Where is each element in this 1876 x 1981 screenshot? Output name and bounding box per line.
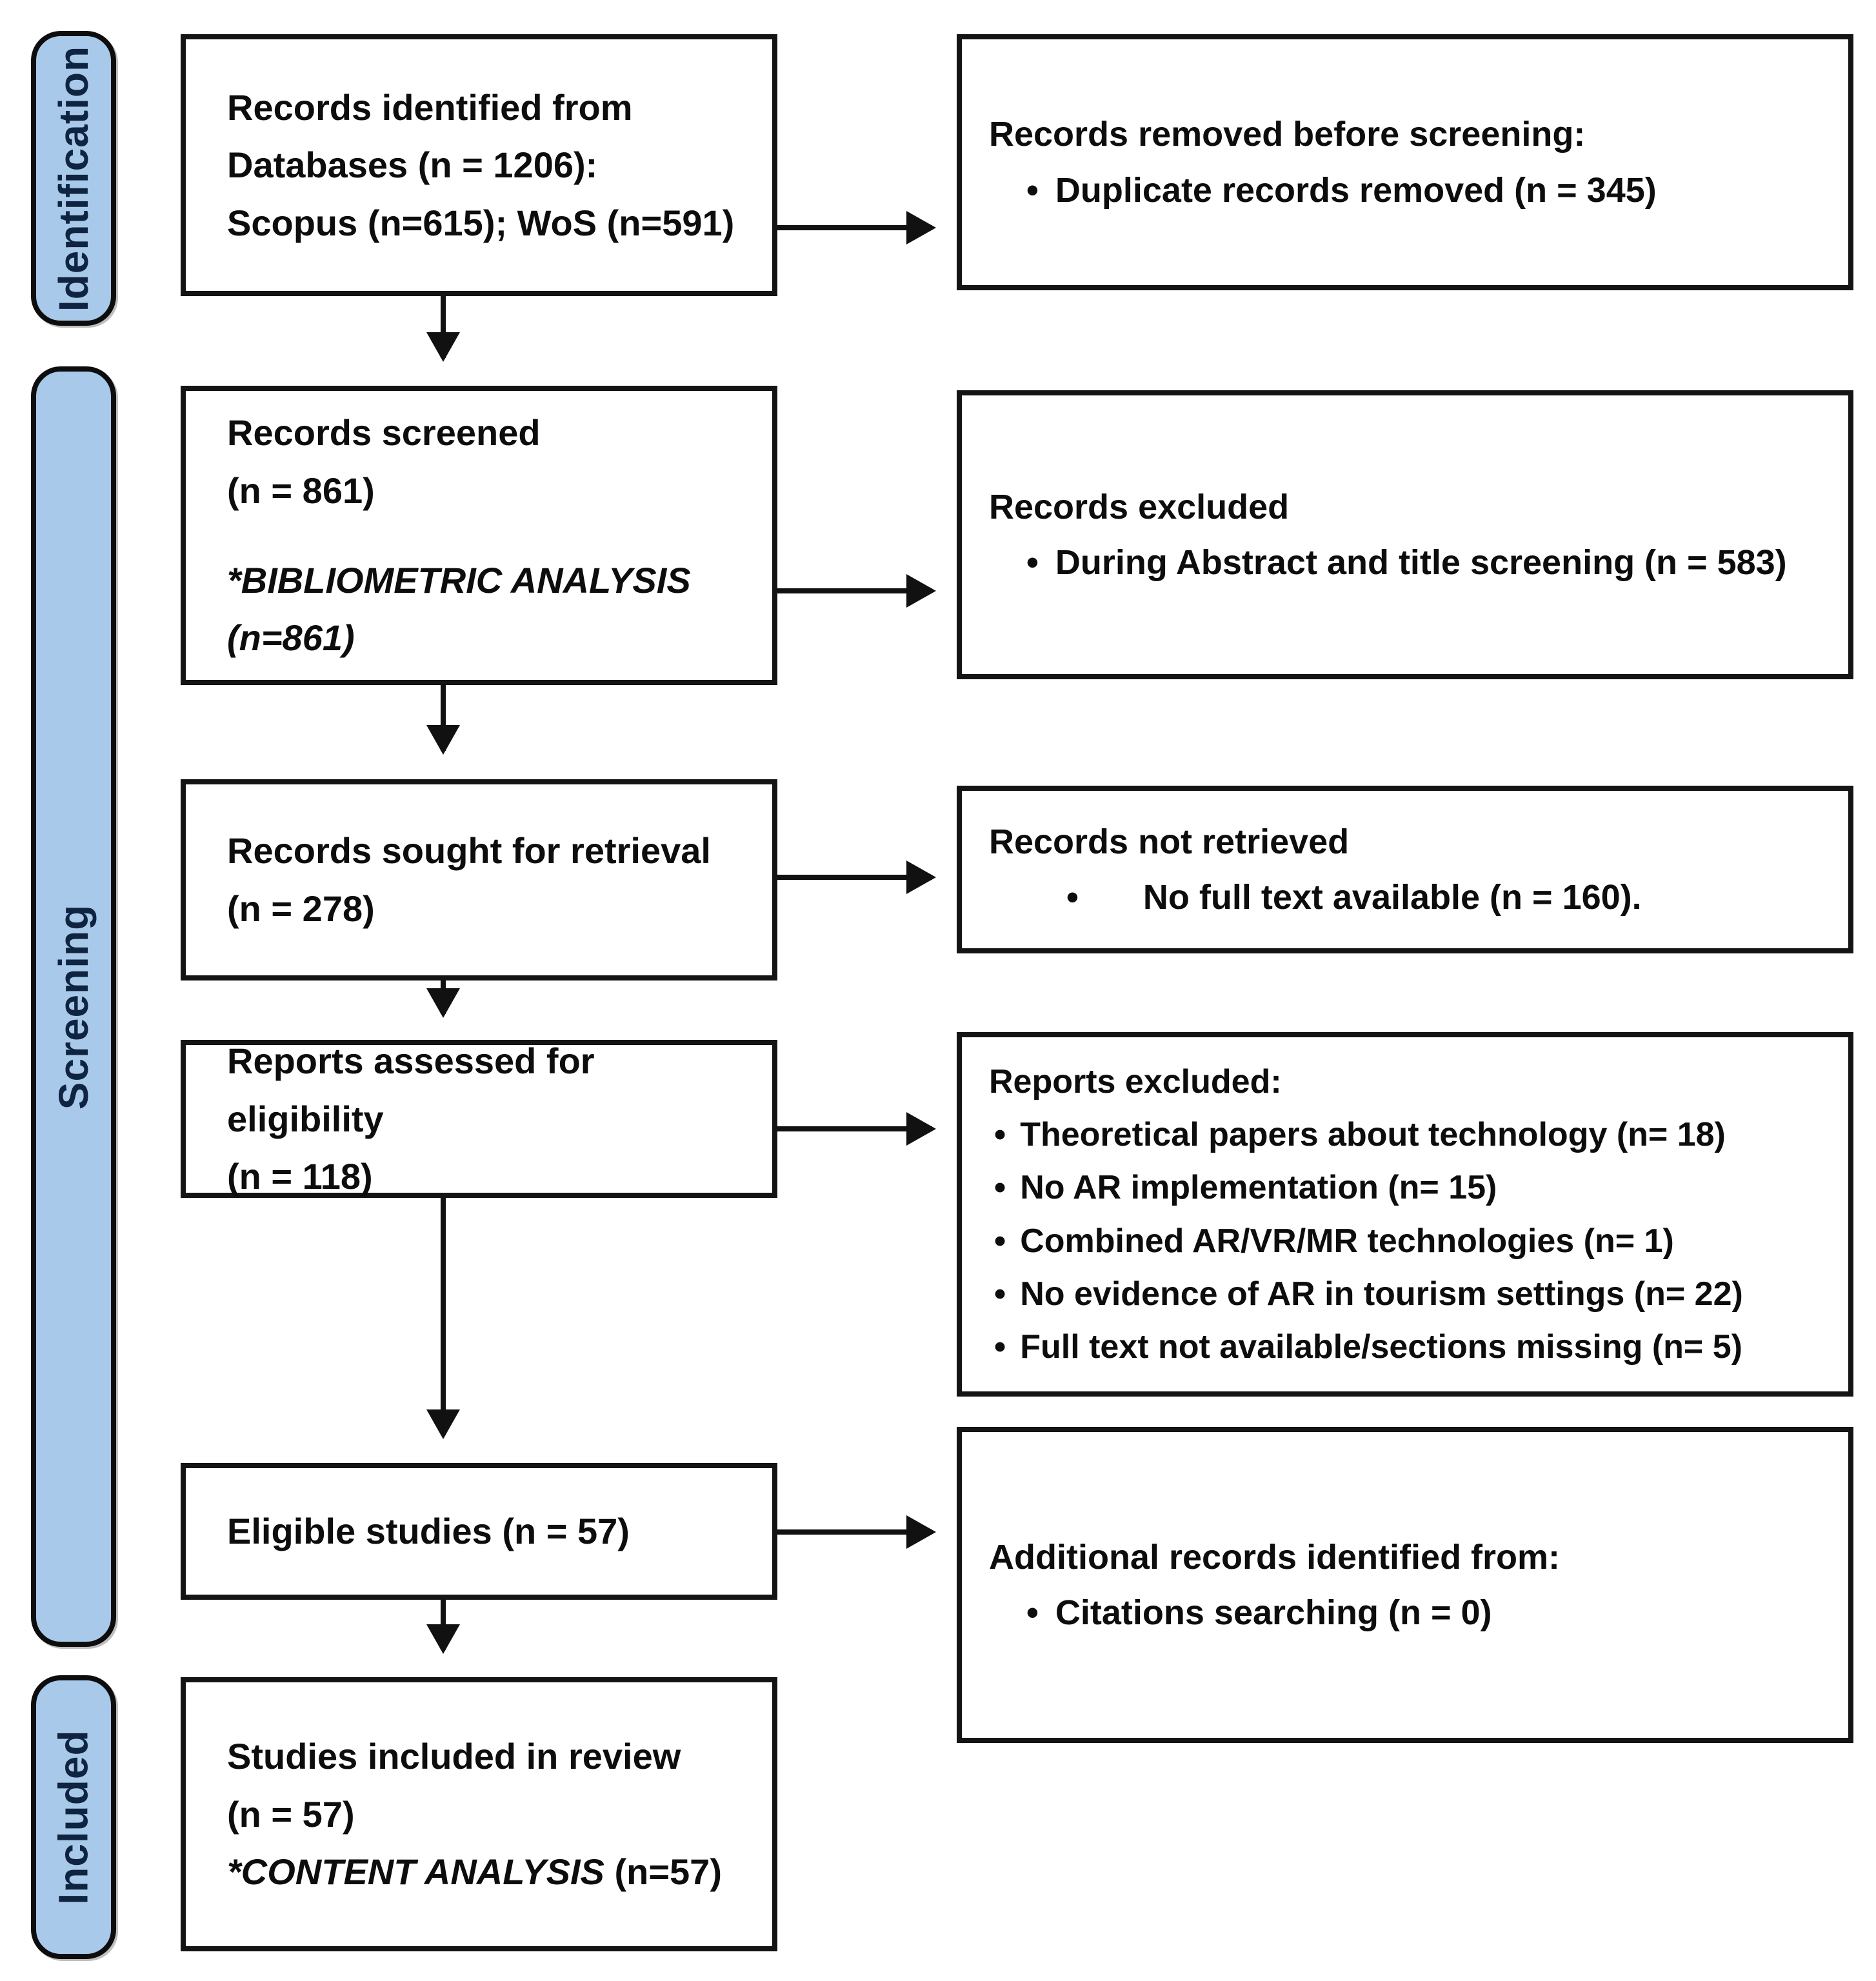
records-removed-title: Records removed before screening: bbox=[989, 115, 1586, 154]
sidebar-identification-label: Identification bbox=[50, 45, 97, 312]
records-excluded-bullet: • During Abstract and title screening (n… bbox=[989, 535, 1829, 590]
arrow-right-identified-to-removed bbox=[777, 225, 932, 230]
reports-excluded-bullet-2-text: No AR implementation (n= 15) bbox=[1020, 1169, 1497, 1207]
bullet-icon: • bbox=[994, 1222, 1006, 1260]
box-records-identified: Records identified from Databases (n = 1… bbox=[181, 34, 777, 296]
content-analysis-note: *CONTENT ANALYSIS (n=57) bbox=[227, 1843, 753, 1901]
arrow-right-eligible-to-additional bbox=[777, 1529, 932, 1535]
additional-records-title: Additional records identified from: bbox=[989, 1537, 1561, 1577]
arrow-down-sought-to-assessed bbox=[441, 981, 446, 1014]
arrow-down-assessed-to-eligible bbox=[441, 1198, 446, 1435]
records-not-retrieved-bullet-text: No full text available (n = 160). bbox=[1143, 878, 1642, 917]
bibliometric-note-line2: (n=861) bbox=[227, 617, 355, 659]
reports-excluded-bullet-1-text: Theoretical papers about technology (n= … bbox=[1020, 1116, 1726, 1154]
bullet-icon: • bbox=[994, 1116, 1006, 1154]
studies-included-line2: (n = 57) bbox=[227, 1793, 355, 1835]
records-excluded-bullet-text: During Abstract and title screening (n =… bbox=[1055, 543, 1787, 582]
arrow-right-sought-to-not-retrieved bbox=[777, 875, 932, 880]
records-sought-line2: (n = 278) bbox=[227, 888, 375, 929]
bullet-icon: • bbox=[1026, 543, 1039, 582]
reports-excluded-bullet-2: • No AR implementation (n= 15) bbox=[989, 1161, 1829, 1214]
bullet-icon: • bbox=[994, 1275, 1006, 1313]
bullet-icon: • bbox=[1066, 878, 1079, 917]
sidebar-screening-label: Screening bbox=[50, 904, 97, 1110]
bullet-icon: • bbox=[994, 1328, 1006, 1366]
bullet-icon: • bbox=[1026, 1593, 1039, 1632]
reports-excluded-bullet-4: • No evidence of AR in tourism settings … bbox=[989, 1268, 1829, 1320]
records-sought-line1: Records sought for retrieval bbox=[227, 830, 711, 871]
reports-excluded-bullet-1: • Theoretical papers about technology (n… bbox=[989, 1108, 1829, 1161]
box-reports-excluded: Reports excluded: • Theoretical papers a… bbox=[957, 1032, 1853, 1397]
reports-excluded-bullet-5: • Full text not available/sections missi… bbox=[989, 1320, 1829, 1373]
records-removed-bullet-text: Duplicate records removed (n = 345) bbox=[1055, 170, 1657, 210]
reports-excluded-title: Reports excluded: bbox=[989, 1063, 1282, 1101]
reports-assessed-line2: (n = 118) bbox=[227, 1156, 373, 1197]
arrow-right-screened-to-excluded bbox=[777, 588, 932, 593]
box-records-removed: Records removed before screening: • Dupl… bbox=[957, 34, 1853, 290]
box-records-excluded: Records excluded • During Abstract and t… bbox=[957, 390, 1853, 679]
arrow-down-screened-to-sought bbox=[441, 685, 446, 751]
records-not-retrieved-title: Records not retrieved bbox=[989, 822, 1350, 861]
records-not-retrieved-bullet: • No full text available (n = 160). bbox=[989, 870, 1829, 925]
reports-excluded-bullet-5-text: Full text not available/sections missing… bbox=[1020, 1328, 1742, 1366]
arrow-down-eligible-to-included bbox=[441, 1600, 446, 1650]
bibliometric-note-line1: *BIBLIOMETRIC ANALYSIS bbox=[227, 559, 691, 601]
records-removed-bullet: • Duplicate records removed (n = 345) bbox=[989, 163, 1829, 218]
studies-included-line1: Studies included in review bbox=[227, 1736, 681, 1777]
spacer bbox=[227, 519, 753, 552]
arrow-down-identified-to-screened bbox=[441, 296, 446, 358]
box-reports-assessed: Reports assessed for eligibility (n = 11… bbox=[181, 1040, 777, 1198]
box-records-screened: Records screened (n = 861) *BIBLIOMETRIC… bbox=[181, 386, 777, 685]
eligible-studies-line1: Eligible studies (n = 57) bbox=[227, 1511, 630, 1552]
sidebar-included-label: Included bbox=[50, 1729, 97, 1905]
records-identified-line2: Databases (n = 1206): bbox=[227, 144, 598, 186]
content-analysis-italic: *CONTENT ANALYSIS bbox=[227, 1851, 604, 1893]
additional-records-bullet-text: Citations searching (n = 0) bbox=[1055, 1593, 1492, 1632]
reports-excluded-bullet-4-text: No evidence of AR in tourism settings (n… bbox=[1020, 1275, 1743, 1313]
bullet-icon: • bbox=[1026, 170, 1039, 210]
arrow-right-assessed-to-reports-excluded bbox=[777, 1126, 932, 1131]
box-additional-records: Additional records identified from: • Ci… bbox=[957, 1427, 1853, 1743]
reports-excluded-bullet-3: • Combined AR/VR/MR technologies (n= 1) bbox=[989, 1215, 1829, 1268]
box-eligible-studies: Eligible studies (n = 57) bbox=[181, 1463, 777, 1600]
box-records-not-retrieved: Records not retrieved • No full text ava… bbox=[957, 786, 1853, 953]
bullet-icon: • bbox=[994, 1169, 1006, 1207]
records-screened-line1: Records screened bbox=[227, 412, 541, 453]
box-records-sought: Records sought for retrieval (n = 278) bbox=[181, 779, 777, 981]
records-excluded-title: Records excluded bbox=[989, 487, 1290, 526]
sidebar-identification: Identification bbox=[31, 31, 116, 326]
sidebar-included: Included bbox=[31, 1675, 116, 1959]
reports-assessed-line1: Reports assessed for eligibility bbox=[227, 1040, 595, 1139]
records-screened-line2: (n = 861) bbox=[227, 470, 375, 511]
records-identified-line3: Scopus (n=615); WoS (n=591) bbox=[227, 202, 735, 243]
content-analysis-count: (n=57) bbox=[604, 1851, 722, 1893]
reports-excluded-bullet-3-text: Combined AR/VR/MR technologies (n= 1) bbox=[1020, 1222, 1674, 1260]
sidebar-screening: Screening bbox=[31, 366, 116, 1647]
records-identified-line1: Records identified from bbox=[227, 86, 633, 128]
box-studies-included: Studies included in review (n = 57) *CON… bbox=[181, 1677, 777, 1951]
additional-records-bullet: • Citations searching (n = 0) bbox=[989, 1585, 1829, 1640]
